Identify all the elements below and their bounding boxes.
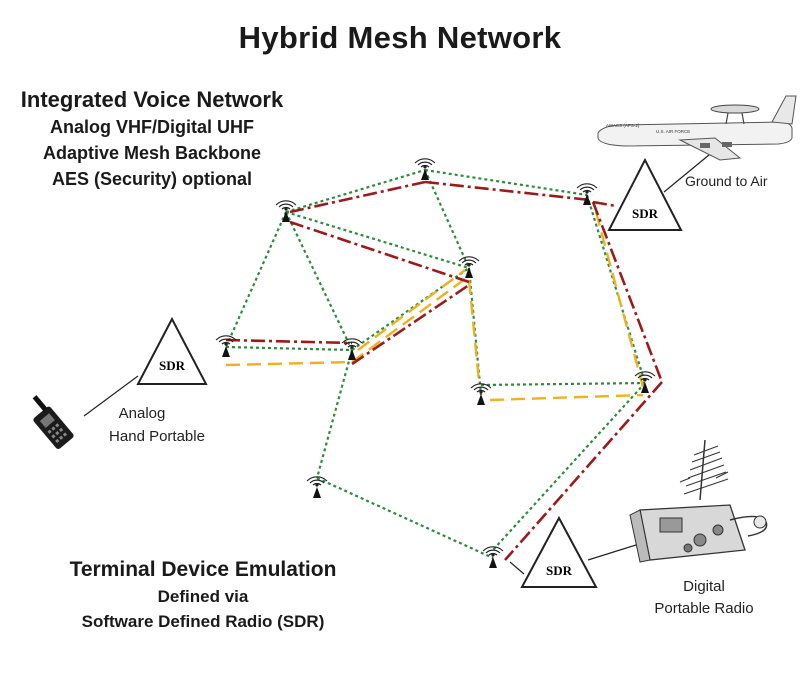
terminal-line-2: Software Defined Radio (SDR) [81,612,325,631]
hand-portable-label: Hand Portable [109,428,205,445]
connector-line [663,149,716,193]
green-link [492,382,646,551]
integrated-heading: Integrated Voice Network [20,87,284,112]
red-links [225,180,664,561]
terminal-device-block: Terminal Device Emulation Defined via So… [28,556,378,634]
analog-label: Analog [119,405,166,422]
orange-link [357,269,466,351]
orange-link [467,279,481,383]
green-link [285,168,426,214]
red-link [225,338,353,345]
sdr-triangle-left: SDR [136,316,208,385]
green-links [224,168,647,560]
orange-link [489,393,644,402]
tower-icon [458,256,480,279]
connector-line [587,544,637,561]
terminal-heading: Terminal Device Emulation [69,558,337,581]
sdr-triangle-bottom: SDR [520,515,598,588]
red-link [289,220,470,284]
diagram-title: Hybrid Mesh Network [238,20,562,55]
ground-to-air-label: Ground to Air [685,173,768,189]
sdr-label: SDR [159,358,186,373]
red-link [289,180,426,214]
awacs-aircraft-icon: AWACS (APS-2) U.S. AIR FORCE [597,95,797,161]
analog-hand-portable-icon [32,395,74,449]
tower-icon [482,546,504,569]
integrated-line-3: AES (Security) optional [51,169,253,189]
integrated-voice-network-block: Integrated Voice Network Analog VHF/Digi… [0,86,312,192]
sdr-label: SDR [546,563,573,578]
orange-link [594,211,645,388]
integrated-line-2: Adaptive Mesh Backbone [42,143,262,163]
tower-icon [470,383,492,406]
sdr-triangle-top-right: SDR [607,157,683,231]
connector-line [83,375,139,417]
orange-link [351,275,470,363]
red-link [591,201,664,383]
green-link [480,381,646,387]
digital-portable-radio-icon [629,439,768,563]
green-link [315,349,354,479]
green-link [225,345,353,352]
sdr-label: SDR [632,206,659,221]
green-link [316,476,494,560]
red-link [592,200,617,208]
green-link [285,211,353,351]
red-link [504,381,663,561]
orange-links [225,211,645,402]
aircraft-text: U.S. AIR FORCE [656,129,690,134]
green-link [224,211,288,348]
green-link [585,194,647,384]
connector-line [509,561,525,575]
green-link [285,210,470,270]
portable-radio-label: Portable Radio [654,600,753,617]
green-link [423,169,471,269]
tower-icon [414,158,436,181]
orange-link [225,360,353,367]
digital-label: Digital [683,578,725,595]
red-link [351,283,470,366]
integrated-line-1: Analog VHF/Digital UHF [50,117,254,137]
terminal-line-1: Defined via [157,587,249,606]
aircraft-text: AWACS (APS-2) [606,123,640,128]
red-link [424,180,591,202]
